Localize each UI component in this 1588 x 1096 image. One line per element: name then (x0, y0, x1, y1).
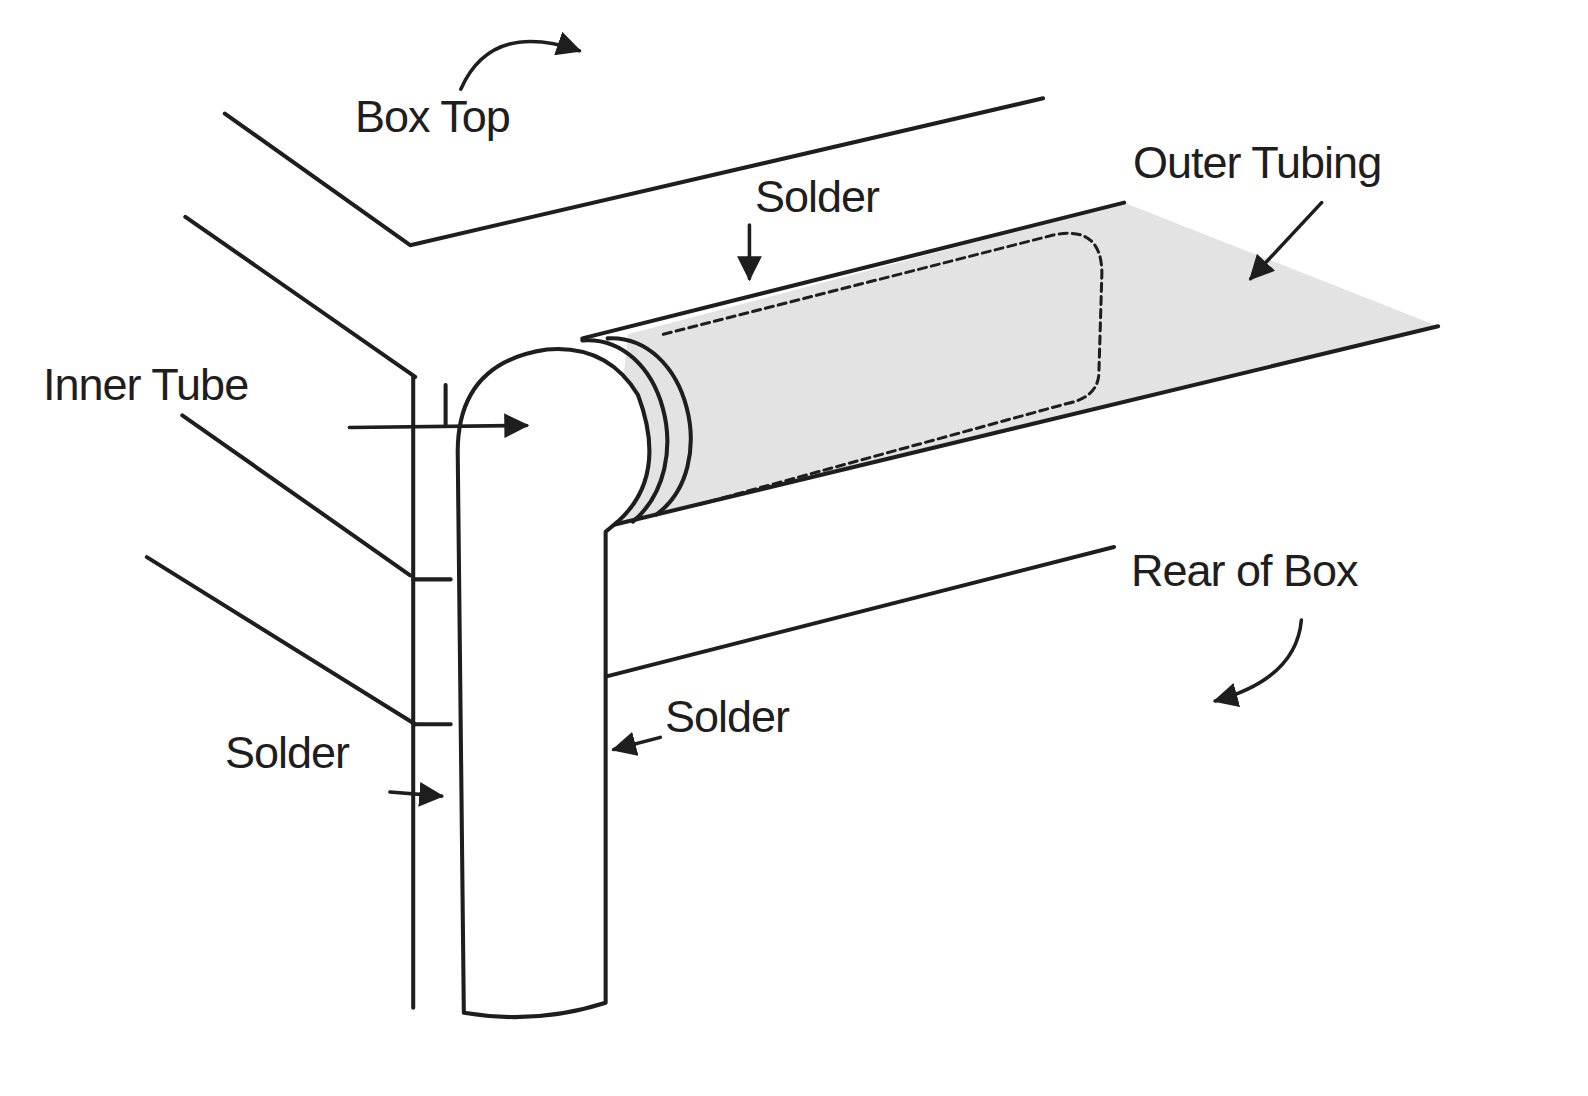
inner-tube (458, 349, 650, 1017)
part-label: Solder (222, 728, 352, 778)
outer-tubing (608, 203, 1438, 525)
box-top-edge (225, 98, 1043, 245)
tubing-end-ring (582, 340, 667, 521)
tubing-top-line (582, 203, 1124, 339)
leader-arrow (748, 225, 752, 279)
part-label: Inner Tube (40, 360, 251, 410)
part-label: Solder (752, 172, 882, 222)
leader-arrow (461, 41, 579, 89)
part-label: Outer Tubing (1130, 138, 1384, 188)
part-label: Box Top (352, 92, 513, 142)
inner-tube-hidden (663, 233, 1102, 504)
part-label: Solder (662, 692, 792, 742)
box-corner (411, 377, 415, 1008)
box-edge (413, 579, 450, 724)
leader-arrow (1251, 203, 1322, 279)
box-edge (444, 385, 448, 426)
leader-arrow (1215, 620, 1301, 701)
box-edge (185, 217, 415, 377)
part-label: Rear of Box (1128, 546, 1361, 596)
leader-arrow (614, 737, 661, 749)
rear-box-edge (606, 547, 1114, 677)
box-edge (147, 557, 415, 724)
leader-arrow (390, 792, 442, 796)
tubing-end-ring (608, 338, 691, 514)
box-edge (182, 415, 410, 575)
leader-arrow (349, 425, 526, 427)
